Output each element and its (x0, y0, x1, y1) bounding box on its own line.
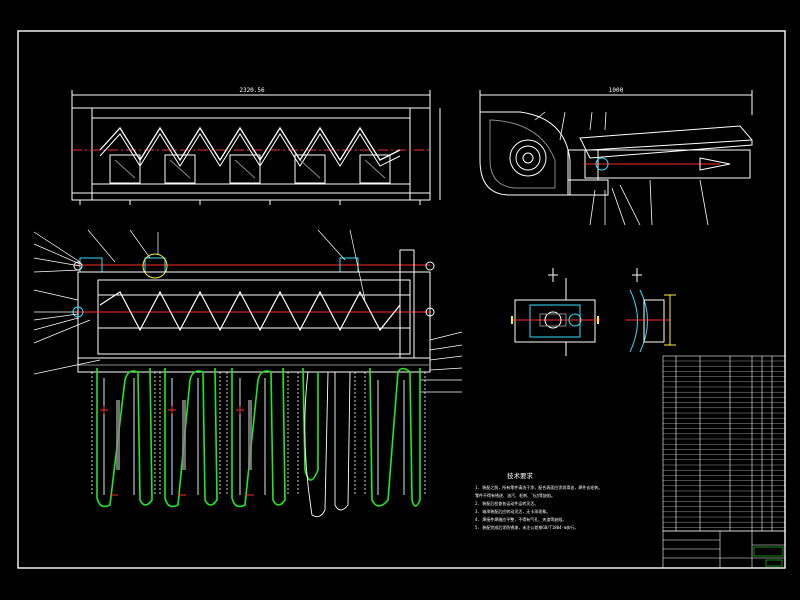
parts-list-rows (663, 360, 785, 528)
tech-req-line-5: 4. 焊接件焊缝应平整，不得有气孔、夹渣等缺陷。 (475, 516, 566, 522)
plan-leaders-left (33, 229, 366, 375)
side-view: 1000 (479, 87, 753, 226)
tech-req-line-1: 1. 装配之前，所有零件清洗干净，配合表面应涂润滑油，焊件去毛刺。 (475, 484, 602, 490)
tech-req-title: 技术要求 (507, 471, 534, 480)
technical-requirements: 技术要求 1. 装配之前，所有零件清洗干净，配合表面应涂润滑油，焊件去毛刺。 零… (475, 471, 602, 530)
detail-view-a (511, 268, 600, 356)
title-block (662, 530, 786, 569)
front-dimension-text: 2320.56 (239, 87, 265, 94)
parts-list-table (662, 355, 786, 532)
side-dimension-text: 1000 (609, 87, 624, 94)
divider-fingers (91, 367, 426, 518)
tech-req-line-3: 2. 装配后检查各运动件运转灵活。 (475, 500, 538, 506)
tech-req-line-4: 3. 轴承装配后应转动灵活，无卡滞现象。 (475, 508, 550, 514)
tech-req-line-2: 零件不得有锈迹、油污、毛刺、飞边等缺陷。 (475, 492, 555, 498)
tech-req-line-6: 5. 装配完成后涂防锈漆，未注公差按GB/T1804-m执行。 (475, 524, 578, 530)
plan-leaders-right (420, 331, 463, 393)
plan-view (72, 249, 435, 373)
drawing-border (17, 30, 786, 569)
detail-view-b (625, 268, 676, 353)
front-view: 2320.56 (71, 87, 441, 205)
